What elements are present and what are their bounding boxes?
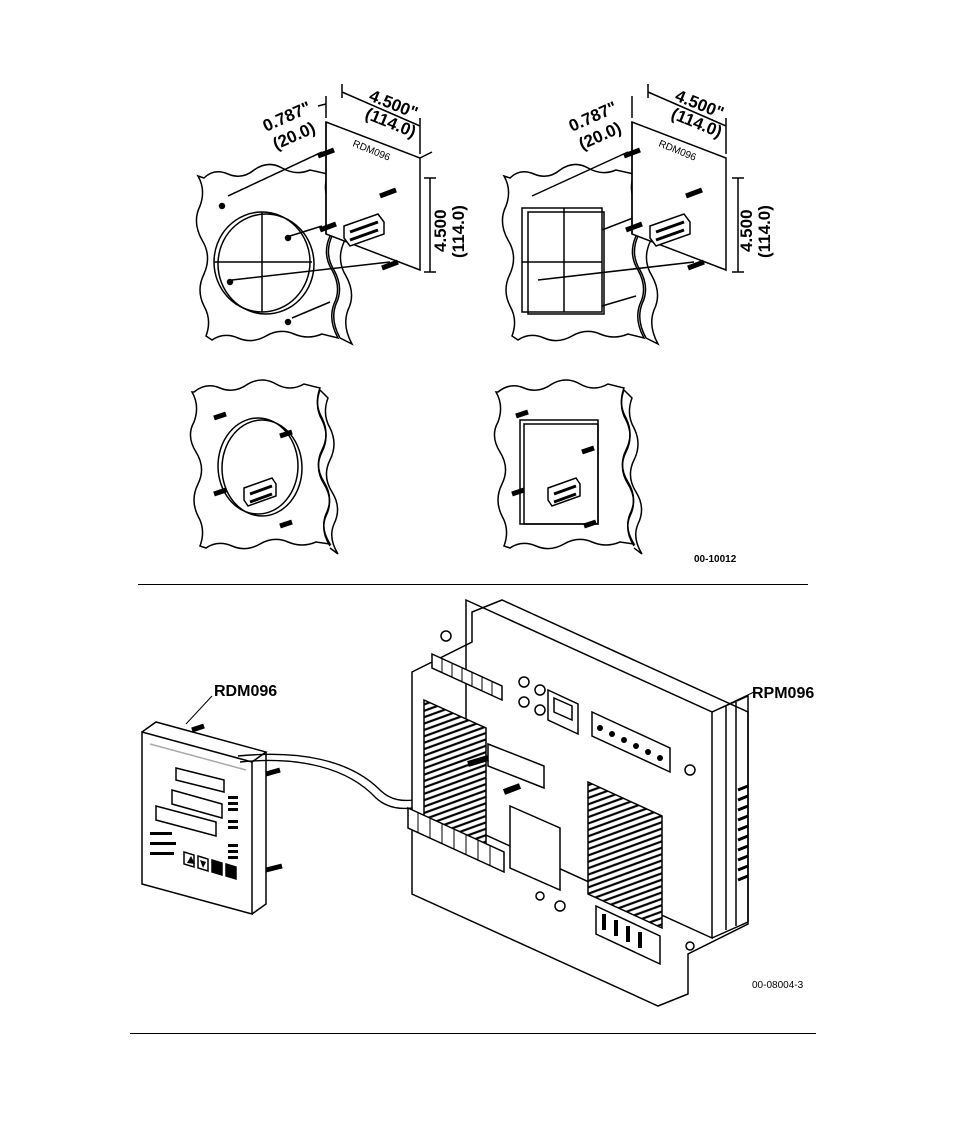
panel-round-cutout-assembled <box>190 380 338 554</box>
rdm096-display-unit <box>142 696 282 914</box>
height-mm-label-left: (114.0) <box>449 205 468 258</box>
divider-bottom <box>130 1033 816 1034</box>
figure-id-bottom: 00-08004-3 <box>752 980 804 991</box>
rpm096-label: RPM096 <box>752 685 814 702</box>
height-in-label-left: 4.500 <box>431 209 450 252</box>
height-mm-label-right: (114.0) <box>755 205 774 258</box>
rpm096-module <box>408 600 754 1006</box>
height-in-label-right: 4.500 <box>737 209 756 252</box>
figure-id-top: 00-10012 <box>694 554 737 565</box>
divider-middle <box>138 584 808 585</box>
rdm096-label: RDM096 <box>214 683 277 700</box>
panel-square-cutout-assembled <box>494 380 642 554</box>
